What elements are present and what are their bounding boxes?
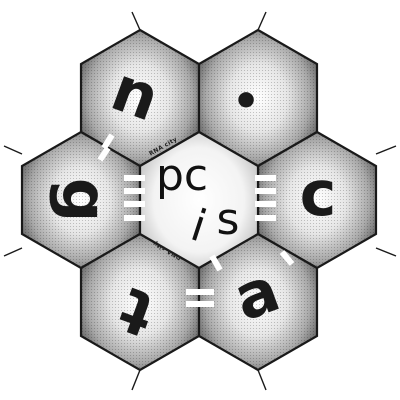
connector-bar [97,146,111,162]
center-tile [138,130,260,270]
tile-glyph-top-right: • [232,76,260,127]
spoke [131,369,141,391]
spoke [3,247,23,257]
center-word-top: pc [156,150,208,201]
outer-spokes [3,11,397,391]
tile-right [256,130,378,270]
outer-tiles [20,28,378,372]
tile-bottom-right [197,232,319,372]
tile-top-right [197,28,319,168]
tile-glyph-right: c [300,157,337,230]
spoke [257,369,267,391]
spoke [3,145,23,155]
spoke [375,145,397,155]
tile-left [20,130,142,270]
spoke [131,11,141,31]
connector-bars [97,133,295,307]
tile-bottom-left [79,232,201,372]
spoke [257,11,267,31]
connector-bar [209,254,223,272]
tile-glyph-left: g [48,178,121,222]
connector-bar [279,250,295,266]
connector-bar [101,133,115,150]
spoke [375,247,397,257]
center-word-bottom: s [217,194,240,245]
